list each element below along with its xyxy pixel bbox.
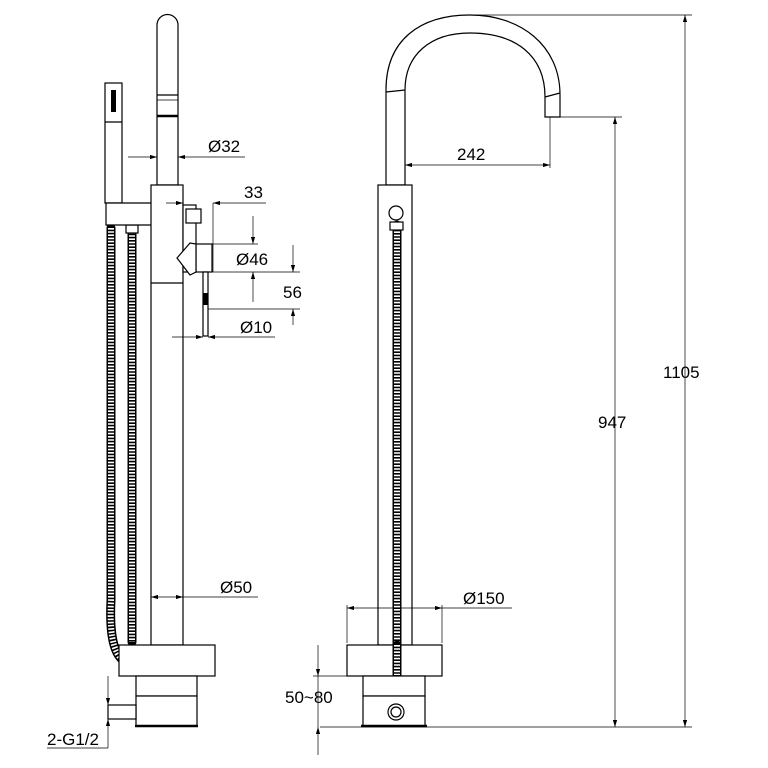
dim-handle-height: 56: [283, 283, 302, 302]
dim-body-diameter: Ø50: [220, 578, 252, 597]
shower-hose-front: [388, 205, 404, 680]
dim-inlet: 2-G1/2: [47, 730, 99, 749]
dim-base-diameter: Ø150: [463, 589, 505, 608]
base-plate: [118, 644, 216, 677]
dim-spout-diameter: Ø32: [208, 137, 240, 156]
dim-total-height: 1105: [663, 363, 700, 382]
dim-lever-diameter: Ø10: [240, 318, 272, 337]
shower-hose: [106, 223, 145, 668]
dim-spout-reach: 242: [457, 145, 485, 164]
dim-floor-depth: 50~80: [285, 688, 333, 707]
body: [150, 184, 184, 646]
front-view: 1105 947 242 Ø150 50~80: [285, 14, 700, 755]
dim-handle-offset: 33: [244, 183, 263, 202]
handle: [176, 204, 213, 337]
side-view: Ø32 33 Ø46 56 Ø10 Ø50 2-G1/2: [47, 13, 302, 749]
dim-spout-height: 947: [598, 413, 626, 432]
dim-handle-diameter: Ø46: [236, 250, 268, 269]
